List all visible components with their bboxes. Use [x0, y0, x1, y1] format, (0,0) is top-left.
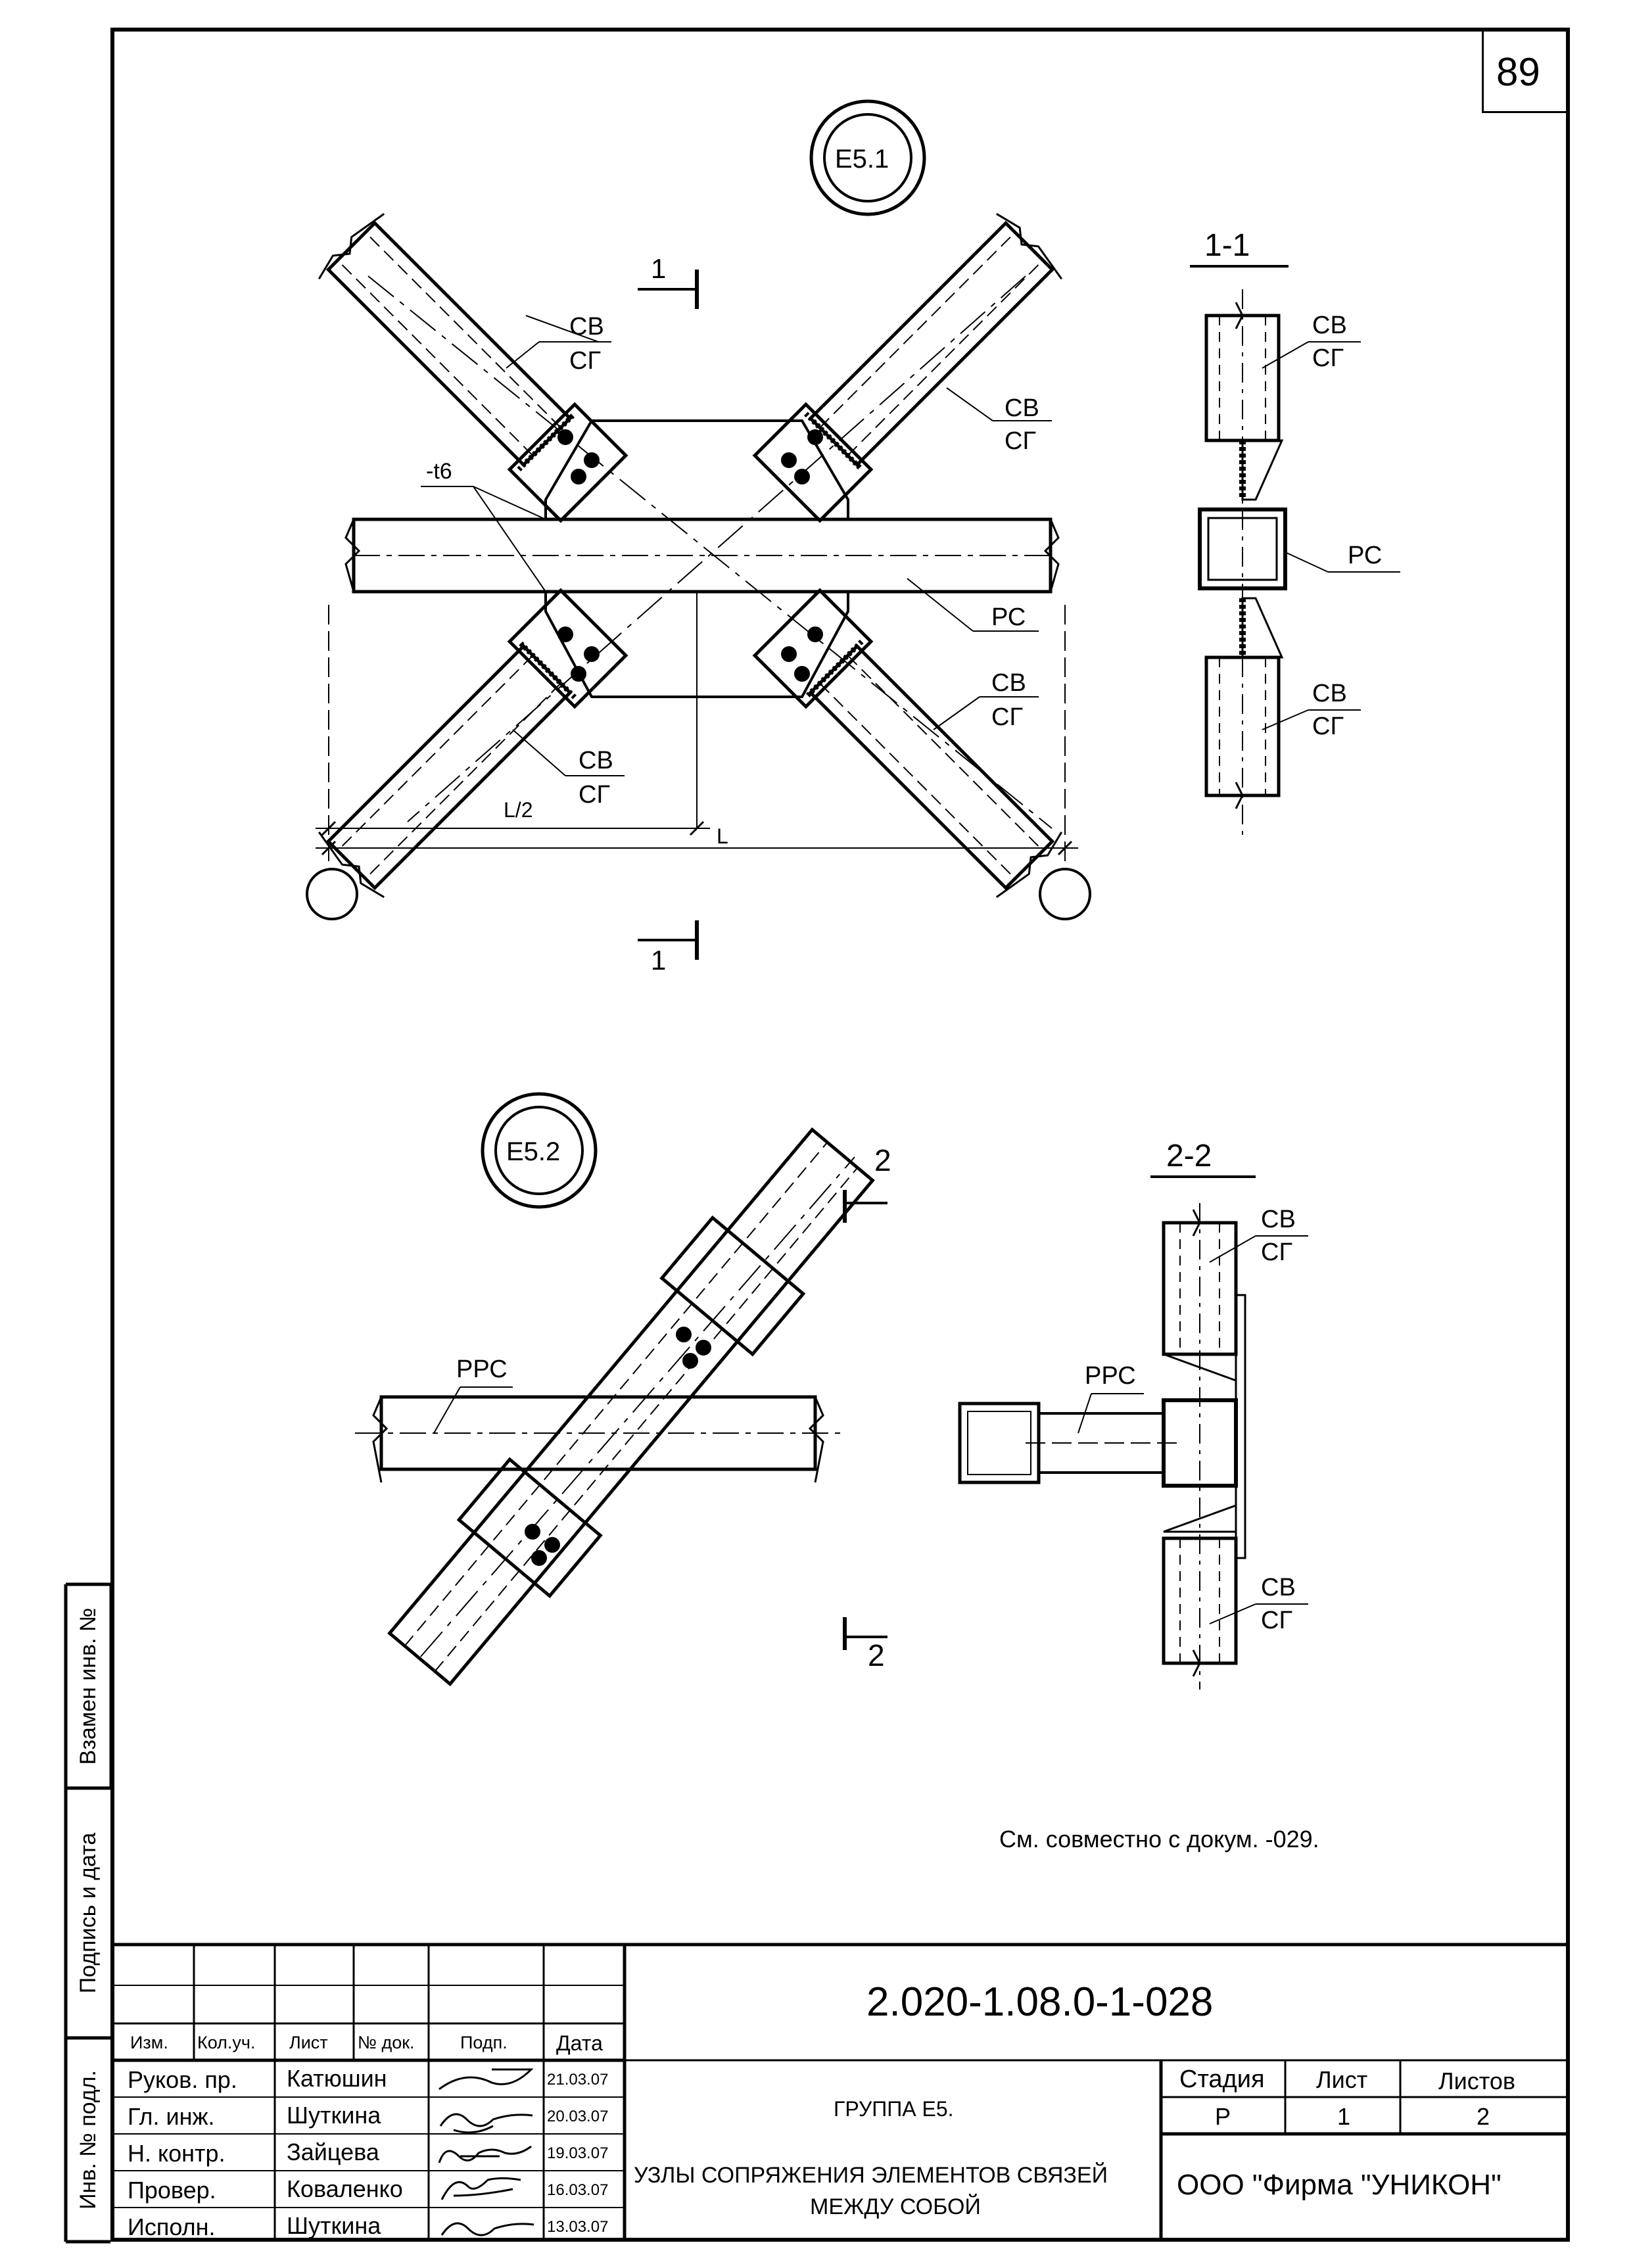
label-sv-tl: СВ [569, 313, 604, 341]
row-role: Исполн. [128, 2213, 216, 2240]
section-2-title: 2-2 [1166, 1139, 1212, 1173]
e51-bolts [557, 429, 823, 682]
label-sg-tl: СГ [569, 347, 602, 375]
brace-bottom-left [318, 588, 628, 899]
row-date: 16.03.07 [547, 2181, 609, 2199]
side-stamp-inv: Инв. № подл. [76, 2070, 101, 2209]
e51-marker-label: E5.1 [835, 145, 889, 174]
side-stamp-podpis: Подпись и дата [76, 1832, 101, 1994]
row-role: Провер. [128, 2177, 216, 2204]
sec1-rs: РС [1348, 542, 1383, 569]
header-list: Лист [289, 2033, 328, 2052]
section-2-2-view [958, 1175, 1308, 1689]
sheet-header: Лист [1316, 2066, 1368, 2093]
label-sv-tr: СВ [1005, 394, 1039, 422]
label-sg-tr: СГ [1005, 427, 1037, 455]
side-stamp-lines [64, 1582, 112, 2244]
row-date: 20.03.07 [547, 2108, 609, 2125]
header-nodok: № док. [358, 2033, 415, 2052]
header-podp: Подп. [460, 2033, 508, 2052]
section-1-1-view [1190, 265, 1400, 835]
row-role: Гл. инж. [128, 2103, 215, 2130]
company-name: ООО "Фирма "УНИКОН" [1177, 2169, 1502, 2201]
row-role: Н. контр. [128, 2140, 225, 2167]
header-kol-uch: Кол.уч. [197, 2033, 256, 2052]
e51-plan-view [306, 99, 1091, 960]
label-t6: -t6 [426, 459, 452, 484]
brace-top-left [318, 213, 628, 523]
row-date: 19.03.07 [547, 2144, 609, 2162]
stage-value: Р [1215, 2103, 1231, 2130]
dim-l: L [717, 824, 728, 848]
sheet-number-box [1482, 28, 1570, 113]
title-block-lines [110, 1943, 1570, 2242]
drawing-frame [110, 28, 1570, 2242]
row-date: 21.03.07 [547, 2071, 609, 2089]
sheet-number: 89 [1496, 50, 1540, 94]
label-sv-br: СВ [991, 669, 1026, 697]
top-gusset [544, 419, 849, 521]
dim-half-l: L/2 [504, 798, 533, 822]
e52-marker-label: E5.2 [506, 1137, 561, 1166]
e51-marker-inner [823, 113, 912, 202]
row-name: Зайцева [287, 2138, 379, 2165]
header-data: Дата [556, 2031, 603, 2055]
section-1-mark-top: 1 [651, 253, 667, 284]
sec2-sv-top: СВ [1261, 1206, 1296, 1233]
row-name: Шуткина [287, 2212, 381, 2239]
group-label: ГРУППА Е5. [834, 2097, 954, 2121]
side-stamp-vzamen: Взамен инв. № [76, 1607, 101, 1765]
sec1-sv-bottom: СВ [1312, 680, 1347, 707]
e52-marker-outer [481, 1092, 598, 1209]
row-name: Катюшин [287, 2065, 387, 2092]
title-line-2: МЕЖДУ СОБОЙ [810, 2194, 981, 2219]
label-sg-bl: СГ [579, 781, 611, 809]
sec2-sv-bottom: СВ [1261, 1574, 1296, 1601]
section-1-title: 1-1 [1204, 228, 1250, 263]
e51-marker-outer [809, 99, 926, 216]
sec2-sg-top: СГ [1261, 1239, 1293, 1266]
e52-bolts [525, 1327, 711, 1566]
cross-reference-note: См. совместно с докум. -029. [999, 1826, 1319, 1853]
label-rrs-plan: РРС [456, 1356, 508, 1383]
sec2-sg-bottom: СГ [1261, 1607, 1293, 1634]
sheet-value: 1 [1337, 2103, 1351, 2130]
header-izm: Изм. [130, 2033, 168, 2052]
row-name: Шуткина [287, 2102, 381, 2129]
bottom-gusset [544, 590, 849, 698]
title-line-1: УЗЛЫ СОПРЯЖЕНИЯ ЭЛЕМЕНТОВ СВЯЗЕЙ [634, 2163, 1108, 2188]
label-rs-plan: РС [991, 603, 1026, 631]
sec1-sg-top: СГ [1312, 344, 1344, 372]
e52-marker-inner [494, 1106, 584, 1195]
axis-circle-left [306, 868, 358, 920]
row-name: Коваленко [287, 2175, 403, 2202]
sec2-rrs: РРС [1085, 1362, 1136, 1390]
sheets-value: 2 [1477, 2103, 1490, 2130]
section-2-mark-bottom: 2 [868, 1638, 885, 1672]
label-sv-bl: СВ [579, 747, 613, 774]
sec1-sv-top: СВ [1312, 312, 1347, 339]
section-2-mark-top: 2 [874, 1143, 891, 1177]
brace-bottom-right [752, 588, 1063, 898]
label-sg-br: СГ [991, 703, 1024, 731]
section-1-mark-bottom: 1 [651, 945, 667, 976]
row-date: 13.03.07 [547, 2218, 609, 2236]
row-role: Руков. пр. [128, 2066, 237, 2093]
stage-header: Стадия [1179, 2066, 1265, 2093]
axis-circle-right [1039, 868, 1091, 920]
document-code: 2.020-1.08.0-1-028 [866, 1979, 1214, 2025]
e52-plan-view [355, 1092, 888, 1687]
sec1-sg-bottom: СГ [1312, 713, 1344, 740]
sheets-header: Листов [1438, 2067, 1515, 2094]
